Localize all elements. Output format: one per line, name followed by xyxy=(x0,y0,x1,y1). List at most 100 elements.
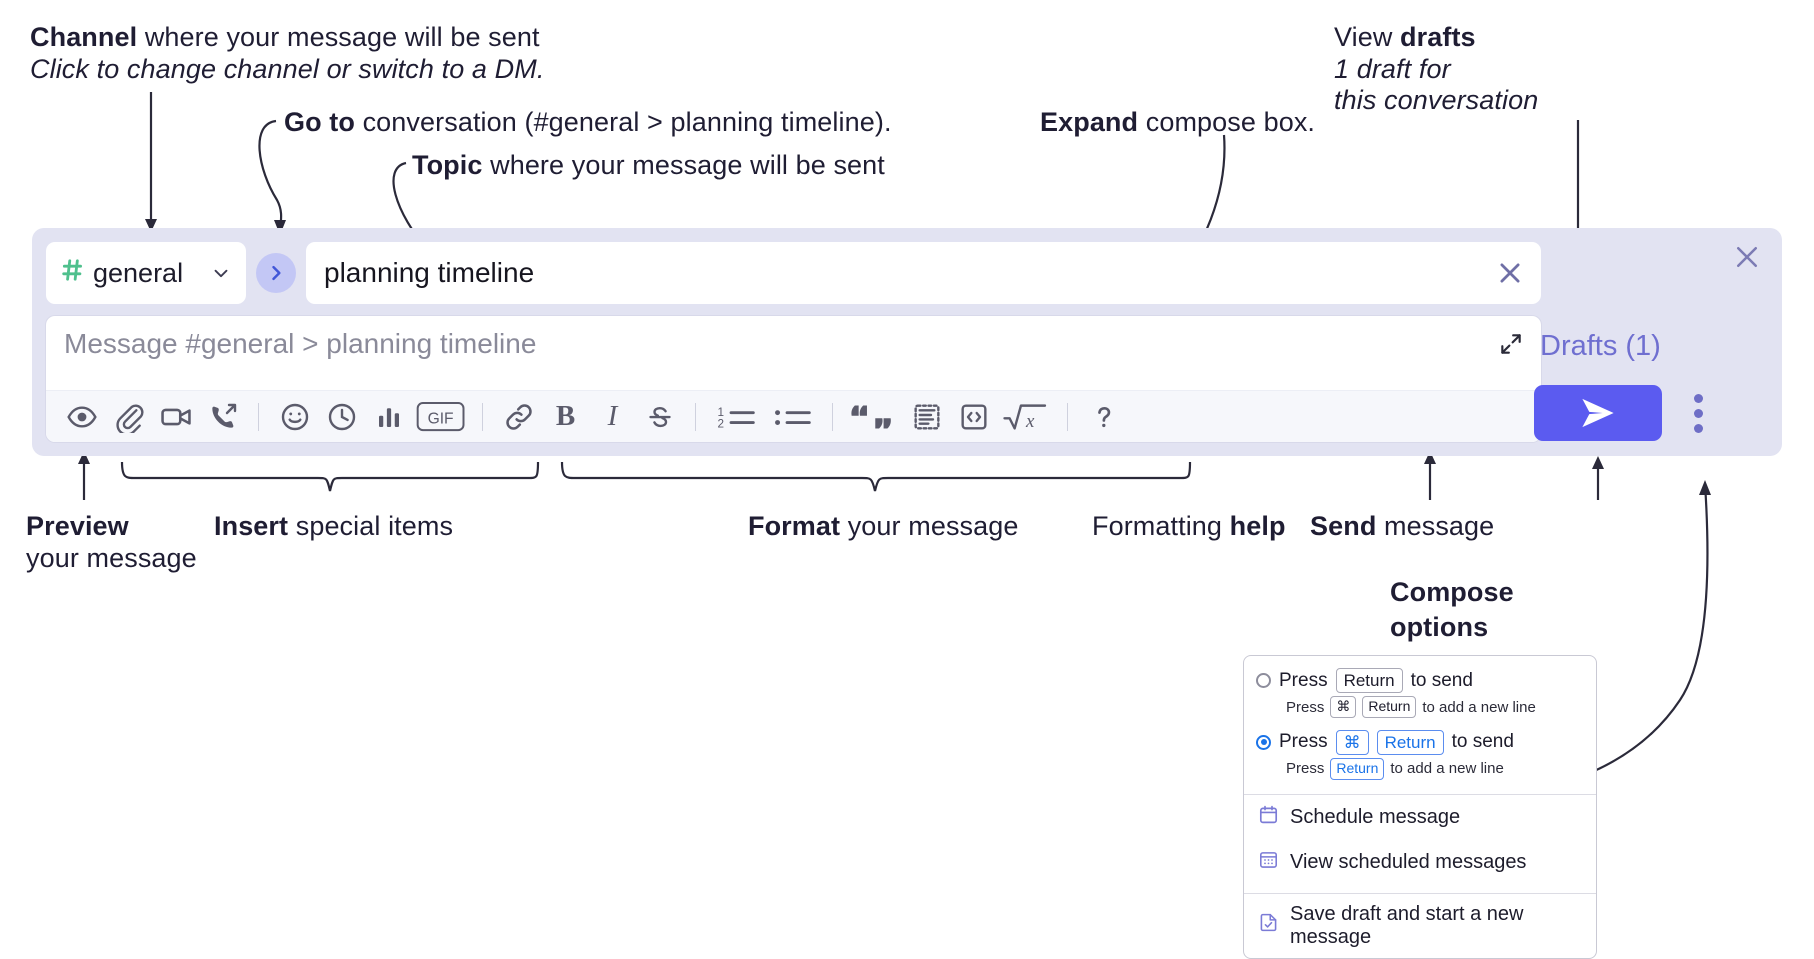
compose-options-button[interactable] xyxy=(1680,392,1716,434)
svg-text:GIF: GIF xyxy=(428,410,454,427)
menu-item-label: Save draft and start a new message xyxy=(1290,902,1524,948)
video-camera-icon[interactable] xyxy=(152,395,199,439)
annotation-format-rest: your message xyxy=(840,511,1019,541)
send-button[interactable] xyxy=(1534,385,1662,441)
chevron-down-icon[interactable] xyxy=(210,262,232,284)
menu-item-label: Schedule message xyxy=(1290,805,1461,828)
key-return: Return xyxy=(1362,696,1417,718)
close-icon[interactable] xyxy=(1495,258,1525,288)
annotation-preview-rest: your message xyxy=(26,542,197,573)
phone-forward-icon[interactable] xyxy=(199,395,246,439)
help-question-icon[interactable] xyxy=(1080,395,1127,439)
radio-button-selected[interactable] xyxy=(1256,734,1271,750)
expand-icon[interactable] xyxy=(1495,328,1527,360)
channel-name: general xyxy=(93,257,184,288)
option-sub-post: to add a new line xyxy=(1422,698,1536,716)
emoji-smiley-icon[interactable] xyxy=(271,395,318,439)
annotation-topic-rest: where your message will be sent xyxy=(482,150,885,180)
menu-item-schedule-message[interactable]: Schedule message xyxy=(1244,795,1596,840)
close-icon[interactable] xyxy=(1730,240,1764,274)
code-block-icon[interactable] xyxy=(903,395,950,439)
menu-divider xyxy=(1244,892,1596,894)
italic-glyph: I xyxy=(607,400,618,432)
kebab-dot xyxy=(1693,423,1703,433)
annotation-drafts-sub2: this conversation xyxy=(1334,85,1539,116)
key-command: ⌘ xyxy=(1330,696,1357,718)
svg-text:1: 1 xyxy=(717,405,724,418)
key-return: Return xyxy=(1335,668,1403,694)
compose-context-row: general planning timeline xyxy=(46,242,1541,304)
option-main-pre: Press xyxy=(1279,731,1328,753)
annotation-channel: Channel where your message will be sent … xyxy=(30,22,544,85)
attachment-clip-icon[interactable] xyxy=(105,395,152,439)
menu-item-label: View scheduled messages xyxy=(1290,850,1527,873)
toolbar-separator xyxy=(258,402,259,431)
inline-code-icon[interactable] xyxy=(950,395,997,439)
gif-icon[interactable]: GIF xyxy=(412,395,470,439)
annotation-compose-options-l1: Compose xyxy=(1390,577,1514,607)
goto-conversation-button[interactable] xyxy=(256,253,296,293)
bar-chart-icon[interactable] xyxy=(365,395,412,439)
drafts-link[interactable]: Drafts (1) xyxy=(1540,330,1661,362)
toolbar-separator xyxy=(482,402,483,431)
clock-icon[interactable] xyxy=(318,395,365,439)
toolbar-separator xyxy=(832,402,833,431)
svg-text:x: x xyxy=(1025,411,1035,432)
message-input[interactable]: Message #general > planning timeline xyxy=(46,316,1541,390)
annotation-format-bold: Format xyxy=(748,511,841,541)
blockquote-icon[interactable] xyxy=(845,395,903,439)
compose-box: general planning timeline Message #gene xyxy=(32,228,1782,456)
annotation-compose-options-l2: options xyxy=(1390,611,1489,642)
menu-divider xyxy=(1244,793,1596,795)
annotation-channel-rest: where your message will be sent xyxy=(137,22,540,52)
option-sub-post: to add a new line xyxy=(1390,760,1504,778)
topic-value: planning timeline xyxy=(324,257,535,288)
topic-field[interactable]: planning timeline xyxy=(306,242,1541,304)
annotation-send: Send message xyxy=(1310,511,1494,543)
option-main-post: to send xyxy=(1451,731,1514,753)
annotation-drafts-bold: drafts xyxy=(1400,22,1476,52)
hash-icon xyxy=(60,257,86,289)
annotation-goto-bold: Go to xyxy=(284,107,355,137)
message-placeholder: Message #general > planning timeline xyxy=(64,328,537,359)
document-check-icon xyxy=(1258,912,1279,939)
option-sub-pre: Press xyxy=(1286,760,1325,778)
annotation-topic-bold: Topic xyxy=(412,150,483,180)
bullet-list-icon[interactable] xyxy=(764,395,820,439)
link-icon[interactable] xyxy=(495,395,542,439)
channel-picker[interactable]: general xyxy=(46,242,246,304)
send-paper-plane-icon xyxy=(1582,398,1614,428)
menu-radio-option[interactable]: Press ⌘ Return to send Press Return to a… xyxy=(1244,724,1596,786)
key-command: ⌘ xyxy=(1335,729,1369,755)
annotation-help-bold: help xyxy=(1229,511,1286,541)
menu-item-save-draft[interactable]: Save draft and start a new message xyxy=(1244,894,1596,958)
annotation-expand-bold: Expand xyxy=(1040,107,1139,137)
italic-icon[interactable]: I xyxy=(589,395,636,439)
key-return: Return xyxy=(1330,758,1385,780)
bold-icon[interactable]: B xyxy=(542,395,589,439)
preview-icon[interactable] xyxy=(58,395,105,439)
kebab-dot xyxy=(1693,408,1703,418)
toolbar-separator xyxy=(1067,402,1068,431)
math-sqrt-icon[interactable]: x xyxy=(997,395,1055,439)
annotation-goto-rest: conversation (#general > planning timeli… xyxy=(354,107,892,137)
menu-item-view-scheduled-messages[interactable]: View scheduled messages xyxy=(1244,840,1596,885)
annotation-preview: Preview your message xyxy=(26,511,197,574)
formatting-toolbar: GIF B I xyxy=(46,390,1541,442)
annotation-help-pre: Formatting xyxy=(1092,511,1230,541)
option-main-pre: Press xyxy=(1279,669,1328,691)
annotation-drafts-pre: View xyxy=(1334,22,1401,52)
radio-button[interactable] xyxy=(1256,673,1271,689)
strikethrough-icon[interactable] xyxy=(636,395,683,439)
key-return: Return xyxy=(1376,729,1444,755)
annotation-send-bold: Send xyxy=(1310,511,1377,541)
menu-radio-option[interactable]: Press Return to send Press ⌘ Return to a… xyxy=(1244,666,1596,724)
ordered-list-icon[interactable]: 1 2 xyxy=(708,395,764,439)
bold-glyph: B xyxy=(555,400,576,432)
annotation-drafts-sub1: 1 draft for xyxy=(1334,53,1451,84)
calendar-grid-icon xyxy=(1258,849,1279,876)
annotation-expand: Expand compose box. xyxy=(1040,107,1315,139)
annotation-drafts: View drafts 1 draft for this conversatio… xyxy=(1334,22,1538,117)
compose-options-menu: Press Return to send Press ⌘ Return to a… xyxy=(1243,655,1597,959)
calendar-icon xyxy=(1258,804,1279,831)
